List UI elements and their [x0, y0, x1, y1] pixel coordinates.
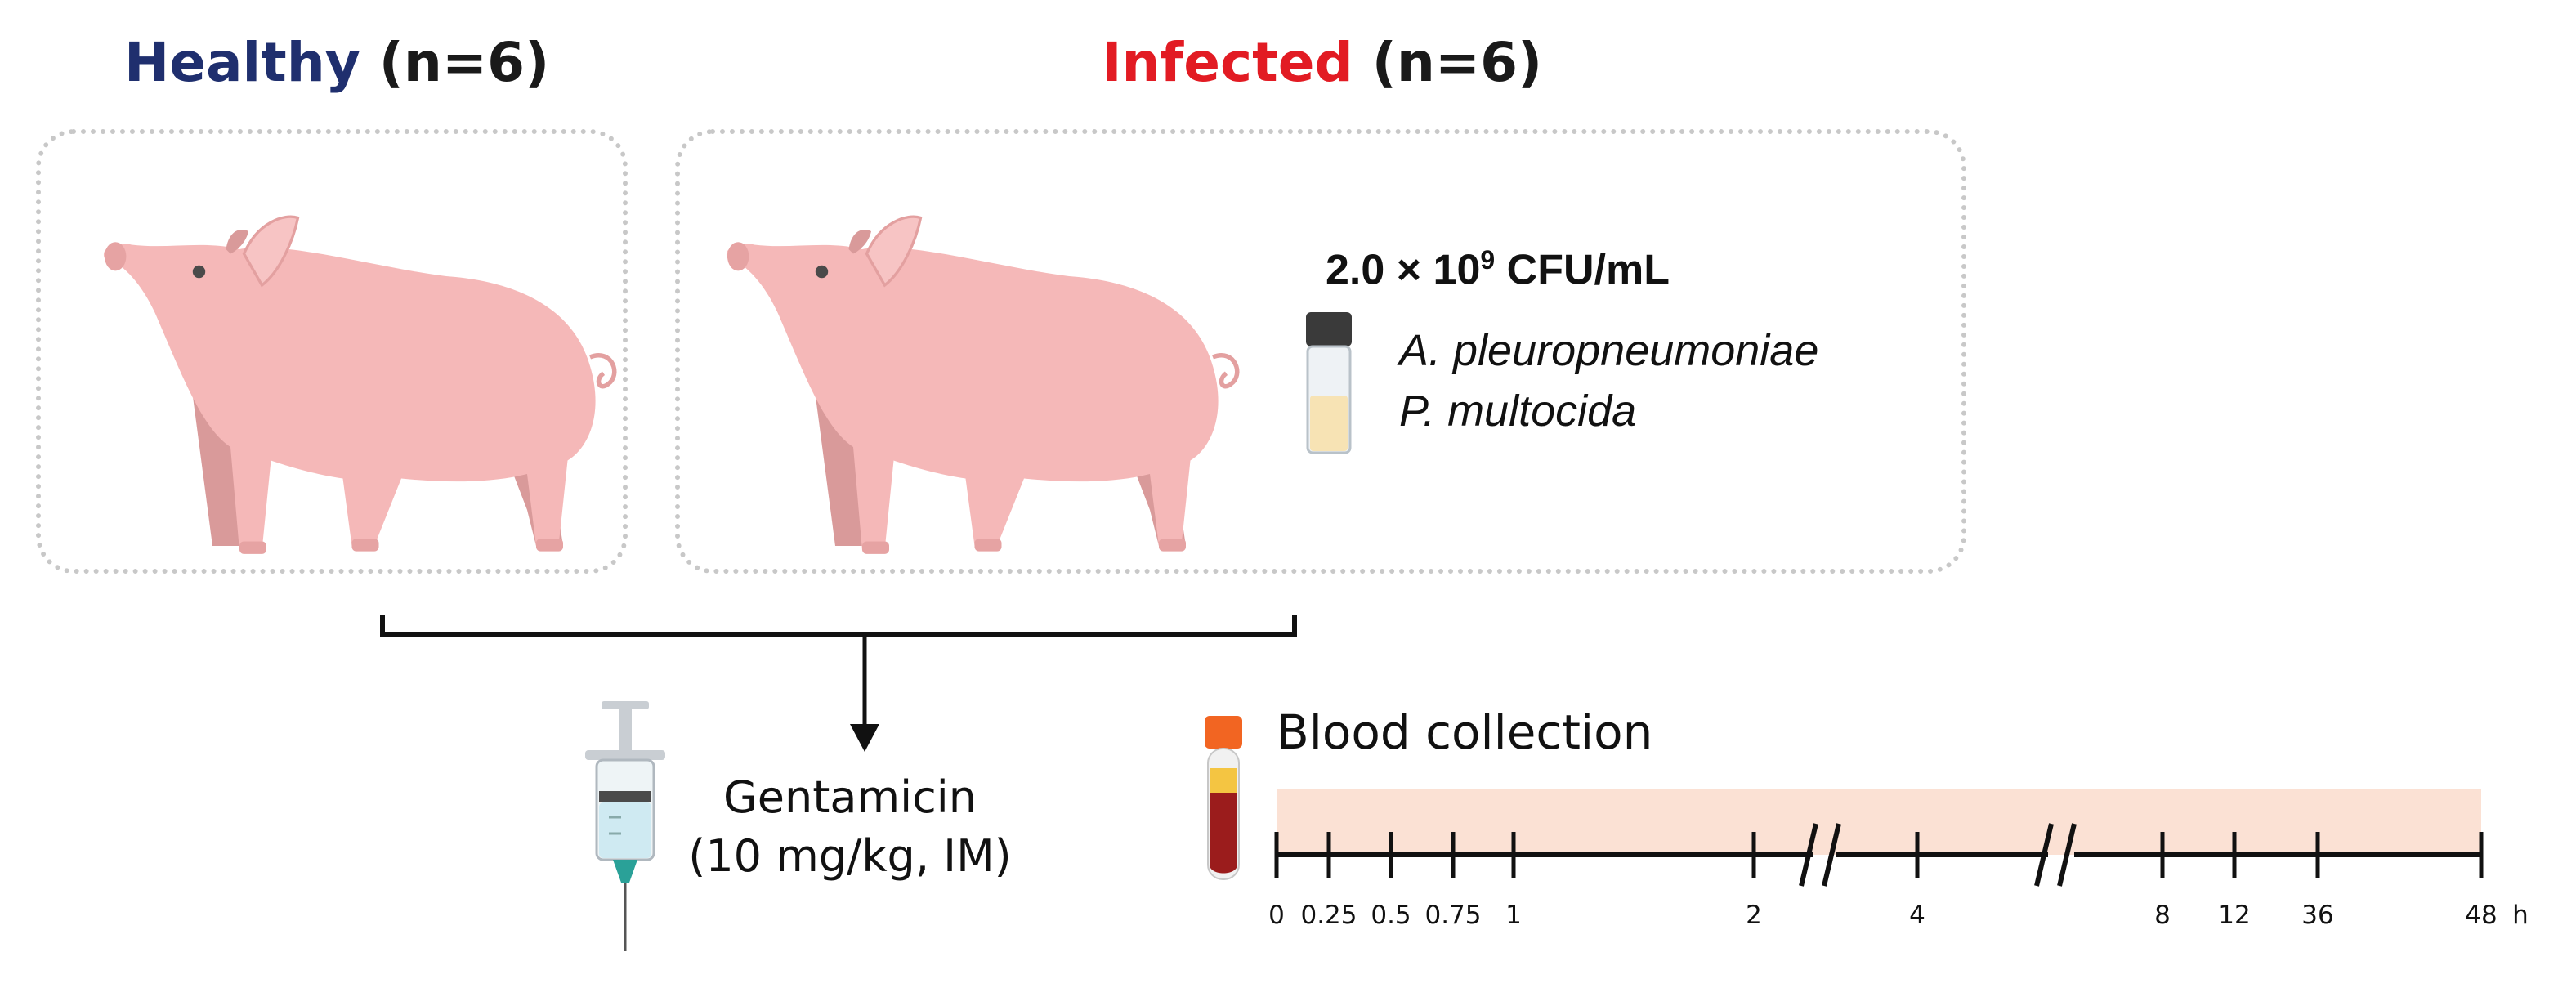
sampling-band	[1277, 789, 2481, 855]
time-label: 8	[2154, 901, 2171, 930]
drug-dose: (10 mg/kg, IM)	[688, 830, 1012, 882]
axis-break	[2057, 823, 2077, 887]
healthy-panel	[36, 129, 628, 574]
time-label: 4	[1909, 901, 1925, 930]
healthy-count: (n=6)	[378, 31, 550, 94]
blood-collection-label: Blood collection	[1277, 704, 1653, 760]
infected-panel	[675, 129, 1966, 574]
healthy-group-title: Healthy (n=6)	[124, 31, 549, 94]
treatment-label: Gentamicin (10 mg/kg, IM)	[670, 768, 1030, 886]
concentration-exponent: 9	[1480, 245, 1496, 275]
time-unit: h	[2512, 901, 2529, 930]
axis-break	[1822, 823, 1841, 887]
axis-break	[1799, 823, 1818, 887]
time-label: 0.5	[1371, 901, 1411, 930]
time-label: 0.25	[1300, 901, 1357, 930]
time-label: 0	[1268, 901, 1285, 930]
time-label: 2	[1746, 901, 1762, 930]
axis-break	[2034, 823, 2054, 887]
timeline-ticks	[1274, 832, 2484, 878]
healthy-label: Healthy	[124, 31, 360, 94]
time-label: 36	[2301, 901, 2333, 930]
infected-group-title: Infected (n=6)	[1102, 31, 1542, 94]
time-label: 12	[2218, 901, 2250, 930]
time-label: 1	[1505, 901, 1522, 930]
species-1: A. pleuropneumoniae	[1399, 326, 1819, 375]
concentration-unit: CFU/mL	[1495, 246, 1670, 294]
concentration-base: 2.0 × 10	[1326, 246, 1481, 294]
drug-name: Gentamicin	[722, 771, 977, 823]
time-label: 48	[2465, 901, 2497, 930]
inoculum-concentration: 2.0 × 109 CFU/mL	[1326, 245, 1670, 294]
infected-label: Infected	[1102, 31, 1353, 94]
infected-count: (n=6)	[1371, 31, 1543, 94]
timeline-axis	[1277, 823, 2481, 887]
time-label: 0.75	[1424, 901, 1481, 930]
species-2: P. multocida	[1399, 387, 1637, 436]
